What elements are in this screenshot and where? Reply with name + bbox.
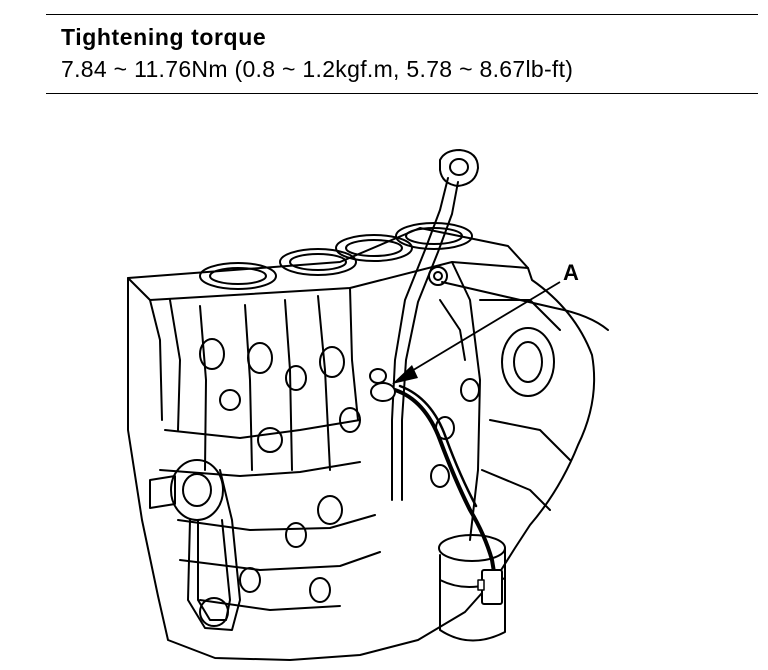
callout-arrowhead [392,365,418,384]
timing-belt [187,469,241,631]
engine-block-outline [127,227,596,661]
cylinder-bore-4 [395,222,473,250]
sensor-connector [481,569,503,605]
oil-filter [439,547,506,642]
dipstick-tube [391,177,449,501]
callout-leader [399,281,561,379]
sensor-harness [393,388,496,574]
knock-sensor [370,382,396,402]
cylinder-bore-2 [279,248,357,276]
tightening-torque-spec: Tightening torque 7.84 ~ 11.76Nm (0.8 ~ … [46,14,758,94]
dipstick-handle [439,149,479,187]
cylinder-bore-1 [199,262,277,290]
cylinder-bore-3 [335,234,413,262]
callout-label-a: A [563,260,579,285]
spec-title: Tightening torque [61,24,267,50]
spec-value: 7.84 ~ 11.76Nm (0.8 ~ 1.2kgf.m, 5.78 ~ 8… [61,56,574,82]
crank-pulley [170,459,224,521]
crank-bore [501,327,555,397]
